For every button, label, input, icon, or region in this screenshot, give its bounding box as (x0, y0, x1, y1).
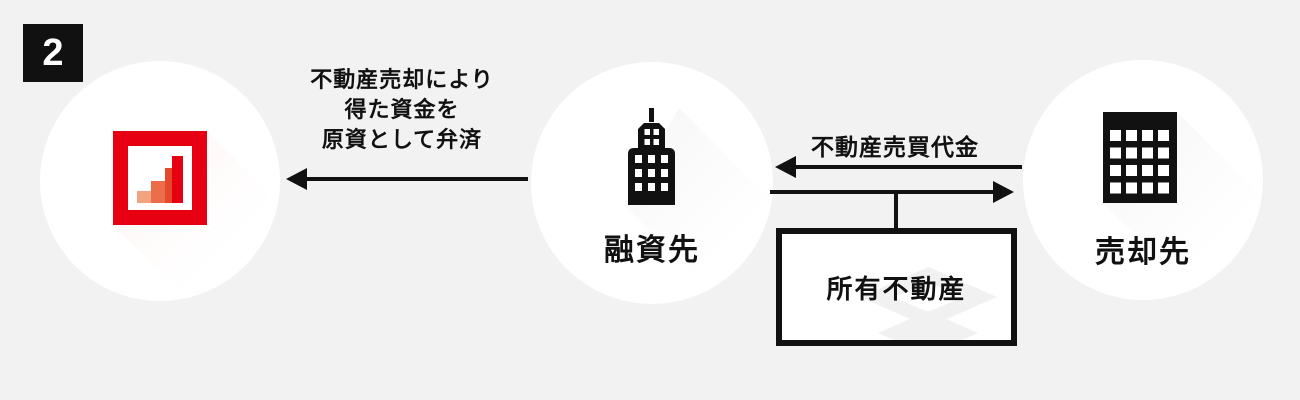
logo-bar-1 (137, 191, 151, 203)
repayment-line-1: 不動産売却により (310, 67, 494, 92)
repayment-arrowhead-icon (286, 168, 307, 190)
repayment-line-2: 得た資金を (344, 97, 460, 122)
borrower-node: 融資先 (531, 62, 773, 304)
property-box-connector (894, 192, 898, 232)
repayment-line-3: 原資として弁済 (321, 127, 483, 152)
repayment-arrow-line (302, 177, 528, 181)
step-number: 2 (42, 31, 64, 74)
buyer-node: 売却先 (1023, 60, 1263, 300)
office-tower-icon (628, 108, 675, 205)
borrower-label: 融資先 (604, 234, 700, 267)
payment-arrowhead-icon (775, 156, 796, 178)
buyer-label: 売却先 (1095, 236, 1191, 269)
bar-chart-logo-icon (113, 131, 207, 225)
repayment-flow-label: 不動産売却により 得た資金を 原資として弁済 (252, 65, 552, 155)
watermark-diamond-icon (878, 311, 978, 340)
payment-flow-label: 不動産売買代金 (811, 134, 979, 160)
transfer-arrow-line (770, 190, 996, 194)
transfer-arrowhead-icon (993, 181, 1014, 203)
property-box: 所有不動産 (776, 228, 1017, 346)
lender-node (40, 61, 280, 301)
property-box-label: 所有不動産 (826, 273, 967, 304)
logo-bar-2 (151, 181, 165, 203)
step-badge: 2 (23, 24, 83, 82)
office-building-icon (1103, 112, 1177, 203)
payment-arrow-line (794, 165, 1022, 169)
logo-bar-4 (172, 156, 183, 203)
